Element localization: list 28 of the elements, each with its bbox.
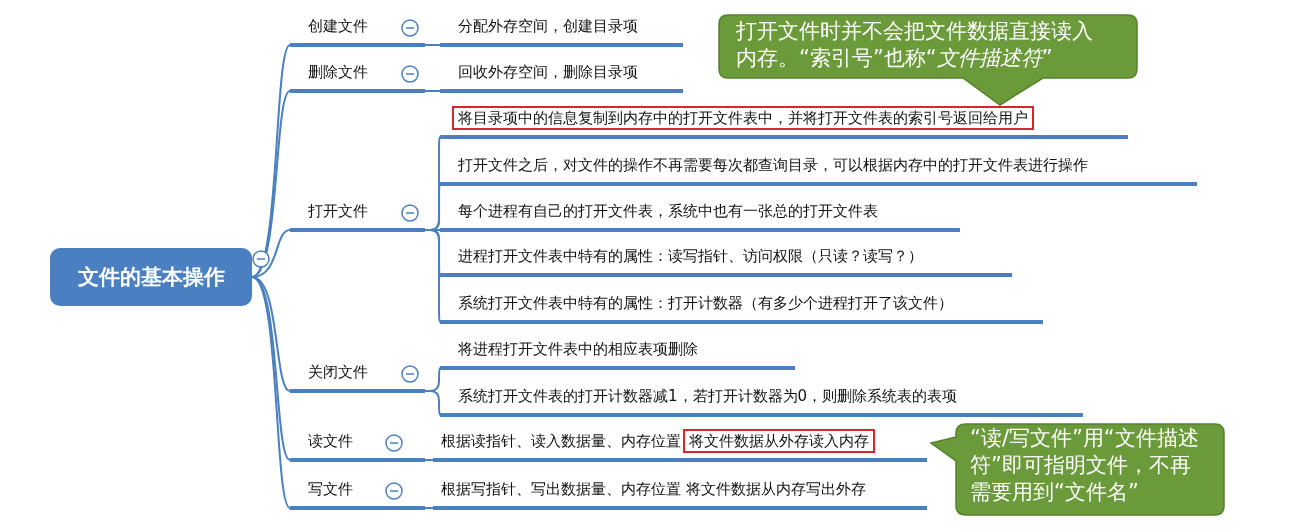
subtopic: 每个进程有自己的打开文件表，系统中也有一张总的打开文件表 xyxy=(440,196,960,232)
branch-line xyxy=(424,229,441,323)
topic-underline xyxy=(433,426,927,462)
highlighted-text: 将文件数据从外存读入内存 xyxy=(683,429,875,453)
branch-line xyxy=(424,390,441,416)
root-topic: 文件的基本操作 xyxy=(50,248,252,306)
branch-line xyxy=(424,90,441,92)
subtopic: 将进程打开文件表中的相应表项删除 xyxy=(440,334,795,370)
subtopic: 系统打开文件表的打开计数器减1，若打开计数器为0，则删除系统表的表项 xyxy=(440,381,1083,417)
speech-bubble xyxy=(930,423,1225,516)
highlighted-text: 将目录项中的信息复制到内存中的打开文件表中，并将打开文件表的索引号返回给用户 xyxy=(452,106,1034,130)
topic-text: 根据读指针、读入数据量、内存位置 xyxy=(441,432,681,450)
branch-line xyxy=(424,44,441,46)
branch-line xyxy=(251,90,291,278)
speech-bubble xyxy=(718,14,1138,106)
subtopic: 打开文件之后，对文件的操作不再需要每次都查询目录，可以根据内存中的打开文件表进行操作 xyxy=(440,150,1197,186)
subtopic: 回收外存空间，删除目录项 xyxy=(440,57,683,93)
branch-line xyxy=(251,276,291,509)
subtopic: 分配外存空间，创建目录项 xyxy=(440,11,683,47)
subtopic: 根据写指针、写出数据量、内存位置 将文件数据从内存写出外存 xyxy=(433,474,927,510)
topic-underline xyxy=(440,103,1128,139)
subtopic: 进程打开文件表中特有的属性：读写指针、访问权限（只读？读写？） xyxy=(440,241,1012,277)
branch-line xyxy=(424,507,434,509)
callout-text: 打开文件时并不会把文件数据直接读入内存。“索引号”也称“文件描述符” xyxy=(736,18,1094,72)
callout-text: “读/写文件”用“文件描述符”即可指明文件，不再需要用到“文件名” xyxy=(970,425,1200,506)
branch-line xyxy=(251,276,291,392)
branch-line xyxy=(424,459,434,461)
subtopic: 系统打开文件表中特有的属性：打开计数器（有多少个进程打开了该文件） xyxy=(440,288,1043,324)
